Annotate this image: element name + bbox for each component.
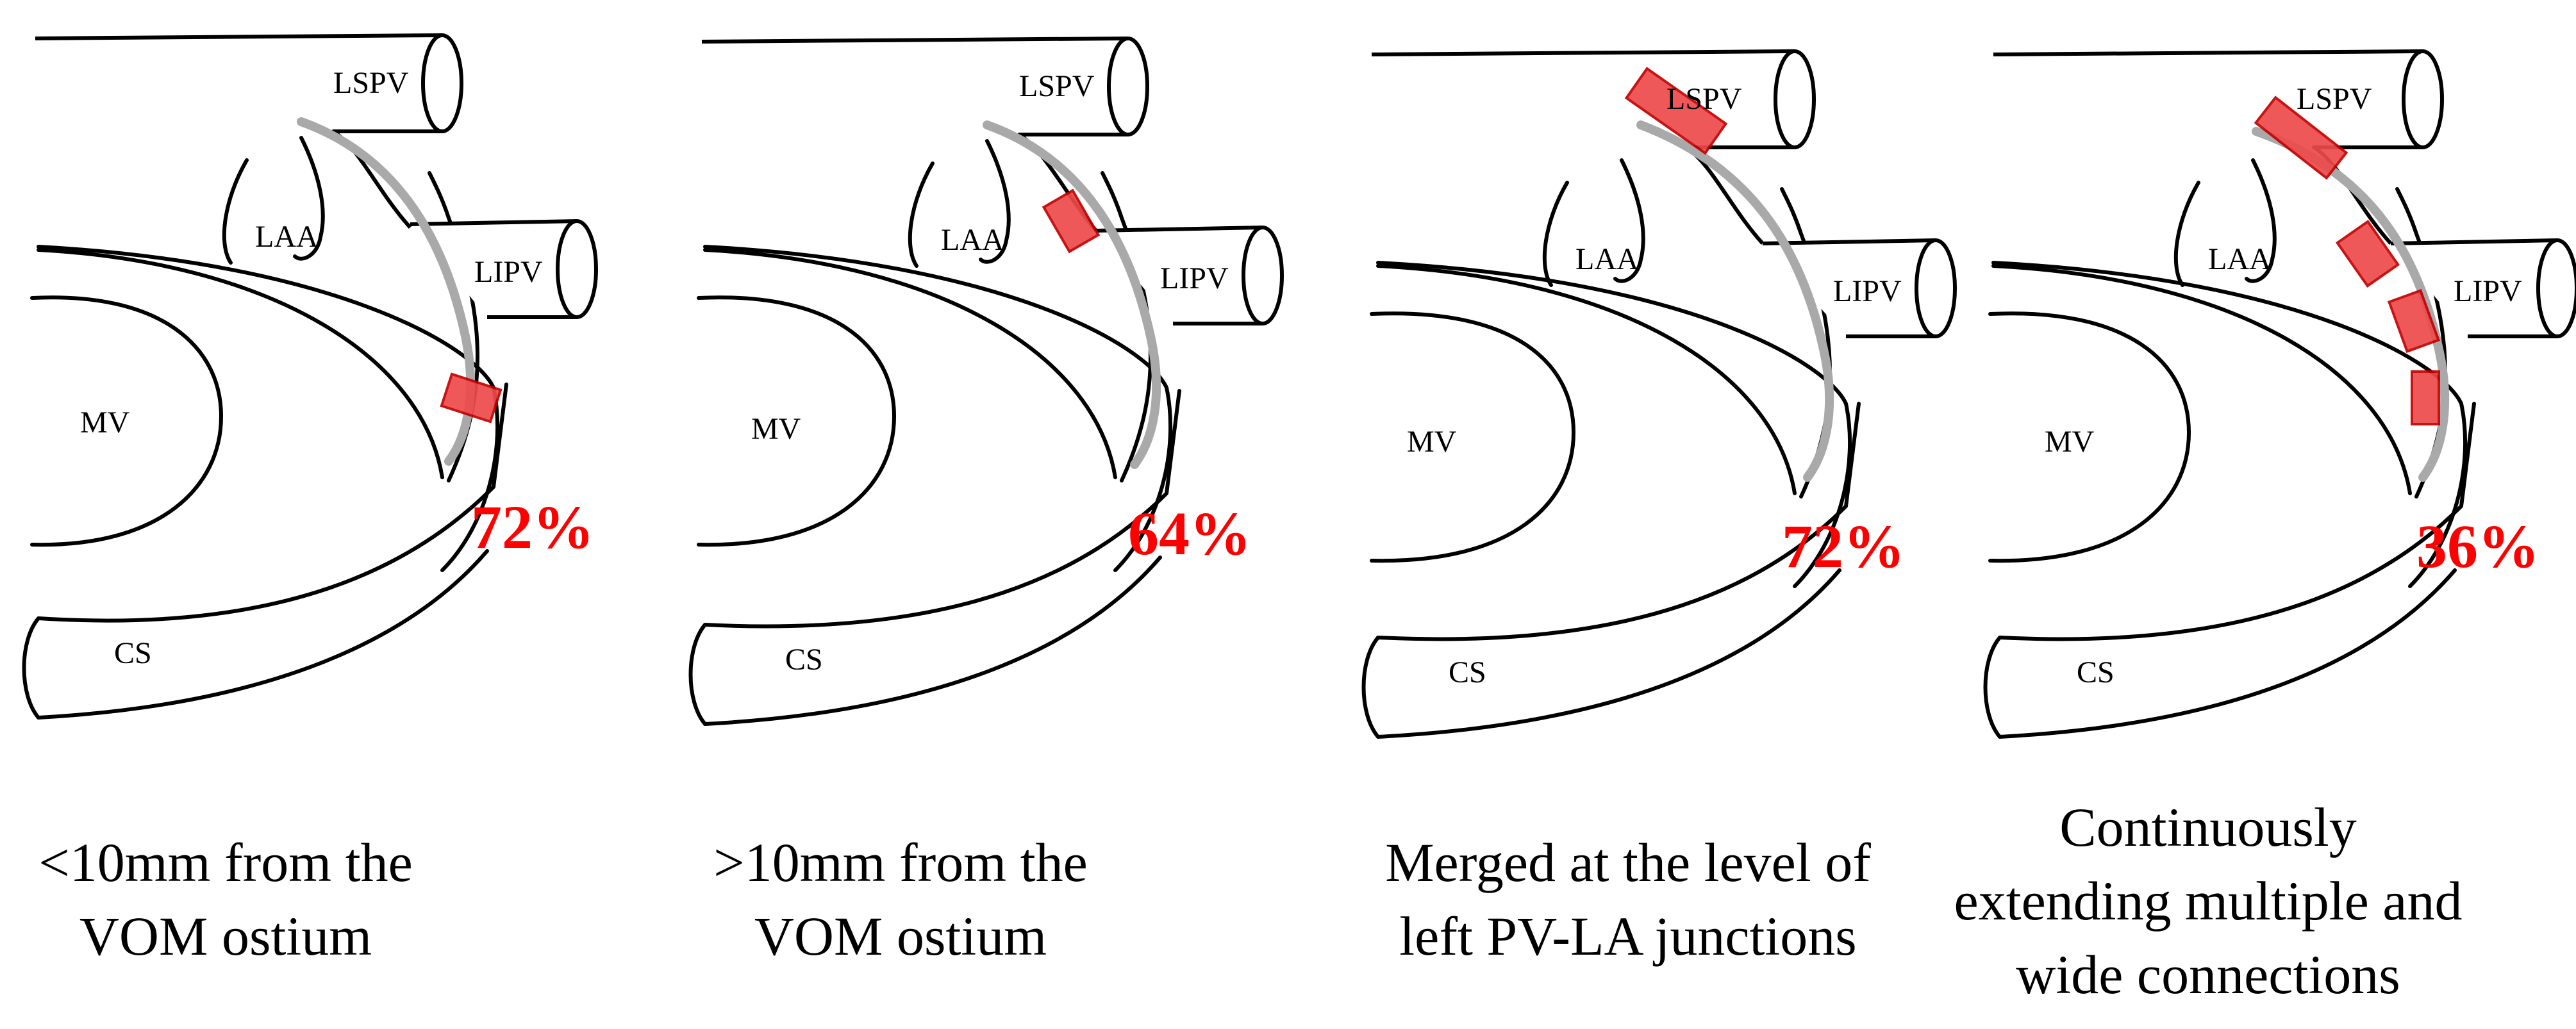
coronary-sinus-band (1376, 402, 1861, 641)
caption-line-2: VOM ostium (754, 905, 1047, 967)
left-atrium-wall (1101, 171, 1152, 482)
coronary-sinus-lower (1376, 568, 1841, 739)
atrial-inner-wall (703, 248, 1117, 479)
mitral-valve-outline (30, 295, 223, 547)
lspv-opening (2402, 49, 2444, 149)
connection-site-4 (2411, 370, 2440, 425)
label-cs: CS (2077, 655, 2115, 689)
lipv-opening (1915, 238, 1957, 338)
caption-line-1: <10mm from the (38, 832, 413, 893)
label-mv: MV (80, 406, 130, 440)
lspv-opening (421, 33, 463, 133)
connection-site-3 (2387, 289, 2441, 353)
label-cs: CS (785, 643, 823, 677)
label-lipv: LIPV (1160, 261, 1229, 295)
vom-course (297, 117, 476, 466)
atrial-inner-wall (37, 248, 444, 479)
coronary-sinus-lower (37, 549, 489, 720)
coronary-sinus-ostium (22, 617, 40, 719)
label-lspv: LSPV (1666, 82, 1742, 116)
laa-outline (1542, 158, 1645, 287)
percent-value: 36% (2416, 512, 2539, 580)
lspv-opening (1107, 37, 1149, 136)
lspv-vessel (35, 33, 444, 229)
label-laa: LAA (2208, 242, 2272, 276)
coronary-sinus-ostium (1361, 636, 1380, 738)
percent-value: 64% (1128, 499, 1251, 568)
label-cs: CS (1449, 655, 1486, 689)
label-laa: LAA (941, 223, 1004, 257)
label-lspv: LSPV (1019, 69, 1095, 103)
atrial-inner-wall (1376, 264, 1797, 495)
percent-value: 72% (471, 493, 594, 561)
panel-2: LSPV LIPV LAA MV CS 64% >10mm from the V… (688, 37, 1284, 967)
coronary-sinus-band (37, 383, 508, 623)
mitral-valve-outline (1370, 311, 1575, 563)
coronary-sinus-ostium (1983, 636, 2002, 738)
label-lspv: LSPV (333, 66, 409, 100)
label-mv: MV (1407, 425, 1457, 459)
lipv-opening (1242, 226, 1284, 325)
caption-line-1: >10mm from the (713, 832, 1088, 893)
label-mv: MV (2045, 425, 2095, 459)
lspv-vessel (1993, 49, 2425, 245)
laa-outline (2173, 158, 2277, 287)
label-lipv: LIPV (474, 255, 543, 289)
laa-outline (908, 139, 1011, 268)
panel-4: LSPV LIPV LAA MV CS 36% Continuously ext… (1954, 49, 2576, 1005)
connection-site-1 (2254, 95, 2348, 180)
connection-site-1 (1624, 67, 1728, 155)
coronary-sinus-ostium (688, 623, 707, 725)
label-laa: LAA (255, 220, 319, 254)
label-mv: MV (751, 412, 801, 446)
caption-line-1: Continuously (2059, 796, 2357, 858)
lspv-vessel (1371, 49, 1797, 245)
vom-course (1636, 120, 1834, 482)
caption-line-3: wide connections (2016, 944, 2400, 1005)
label-lipv: LIPV (1833, 274, 1902, 308)
atrial-inner-wall (1991, 264, 2412, 495)
label-lspv: LSPV (2297, 82, 2372, 116)
connection-site-2 (2335, 219, 2400, 288)
mitral-valve-outline (697, 295, 896, 547)
left-atrium-wall (428, 171, 479, 482)
caption-line-2: VOM ostium (79, 905, 372, 967)
panel-1: LSPV LIPV LAA MV CS 72% <10mm from the V… (22, 33, 598, 967)
coronary-sinus-lower (703, 556, 1162, 726)
connection-site-1 (1042, 188, 1101, 254)
caption-line-1: Merged at the level of (1385, 832, 1871, 893)
percent-value: 72% (1782, 512, 1905, 580)
caption-line-2: left PV-LA junctions (1399, 905, 1857, 967)
lipv-opening (556, 219, 598, 319)
connection-site-1 (440, 372, 503, 424)
lspv-opening (1774, 49, 1816, 149)
label-cs: CS (114, 636, 152, 670)
vom-course (983, 120, 1161, 469)
coronary-sinus-lower (1998, 568, 2457, 739)
label-laa: LAA (1575, 242, 1639, 276)
caption-line-2: extending multiple and (1954, 870, 2463, 932)
lipv-opening (2536, 238, 2576, 338)
label-lipv: LIPV (2454, 274, 2522, 308)
coronary-sinus-band (1998, 402, 2476, 641)
mitral-valve-outline (1988, 311, 2191, 563)
coronary-sinus-band (703, 389, 1181, 629)
laa-outline (222, 136, 325, 265)
panel-3: LSPV LIPV LAA MV CS 72% Merged at the le… (1361, 49, 1957, 967)
